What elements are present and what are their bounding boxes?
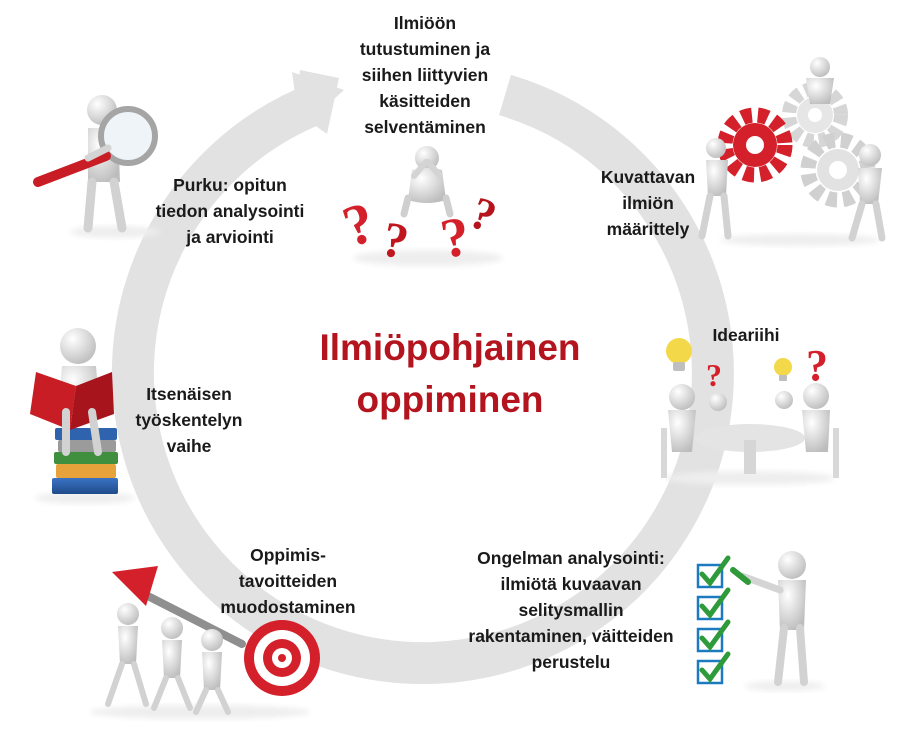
- step-line: Itsenäisen: [146, 384, 232, 404]
- step-line: Ilmiöön: [393, 13, 457, 33]
- step-line: siihen liittyvien: [361, 65, 489, 85]
- center-title-line: oppiminen: [356, 379, 544, 420]
- step-line: ilmiötä kuvaavan: [500, 574, 642, 594]
- step-line: tavoitteiden: [238, 571, 338, 591]
- step-line: ilmiön: [622, 193, 674, 213]
- step-line: tutustuminen ja: [359, 39, 491, 59]
- step-line: Kuvattavan: [600, 167, 696, 187]
- step-label-tavoitteet: Oppimis- tavoitteiden muodostaminen: [210, 542, 366, 620]
- question-mark-icon: ?: [706, 357, 722, 393]
- step-label-tutustuminen: Ilmiöön tutustuminen ja siihen liittyvie…: [320, 10, 530, 140]
- step-label-kuvattava: Kuvattavan ilmiön määrittely: [578, 164, 718, 242]
- step-line: perustelu: [531, 652, 611, 672]
- step-line: ja arviointi: [186, 227, 274, 247]
- step-line: Ongelman analysointi:: [477, 548, 665, 568]
- brainstorm-meeting-icon: ? ?: [661, 338, 839, 485]
- step-line: Ideariihi: [712, 325, 780, 345]
- step-label-ongelma: Ongelman analysointi: ilmiötä kuvaavan s…: [446, 545, 696, 675]
- checkbox-checked-icon: [696, 651, 731, 685]
- figures-with-gears-icon: [698, 57, 886, 246]
- checkbox-checked-icon: [696, 555, 731, 589]
- checkbox-checked-icon: [696, 587, 731, 621]
- step-label-itsenainen: Itsenäisen työskentelyn vaihe: [122, 381, 256, 459]
- checklist-figure-icon: [696, 551, 825, 691]
- step-line: selventäminen: [364, 117, 486, 137]
- center-title-line: Ilmiöpohjainen: [319, 327, 581, 368]
- step-line: selitysmallin: [518, 600, 624, 620]
- step-line: tiedon analysointi: [155, 201, 305, 221]
- step-line: määrittely: [606, 219, 690, 239]
- step-line: käsitteiden: [379, 91, 471, 111]
- step-line: rakentaminen, väitteiden: [468, 626, 674, 646]
- question-mark-icon: ?: [806, 341, 828, 390]
- svg-text:?: ?: [335, 189, 383, 260]
- cycle-arrow: [111, 70, 734, 685]
- dart-target-icon: [90, 566, 320, 719]
- step-line: vaihe: [166, 436, 212, 456]
- step-label-purku: Purku: opitun tiedon analysointi ja arvi…: [142, 172, 318, 250]
- reading-figure-books-icon: [30, 328, 135, 504]
- confused-figure-question-marks-icon: ? ? ? ?: [335, 146, 504, 271]
- step-line: Purku: opitun: [173, 175, 287, 195]
- svg-text:?: ?: [463, 186, 503, 242]
- center-title: Ilmiöpohjainen oppiminen: [250, 322, 650, 426]
- step-label-ideariihi: Ideariihi: [696, 322, 796, 348]
- checkbox-checked-icon: [696, 619, 731, 653]
- lightbulb-icon: [666, 338, 692, 371]
- step-line: muodostaminen: [220, 597, 356, 617]
- magnifier-figure-icon: [33, 95, 160, 238]
- step-line: Oppimis-: [250, 545, 326, 565]
- lightbulb-icon: [774, 358, 792, 381]
- step-line: työskentelyn: [135, 410, 243, 430]
